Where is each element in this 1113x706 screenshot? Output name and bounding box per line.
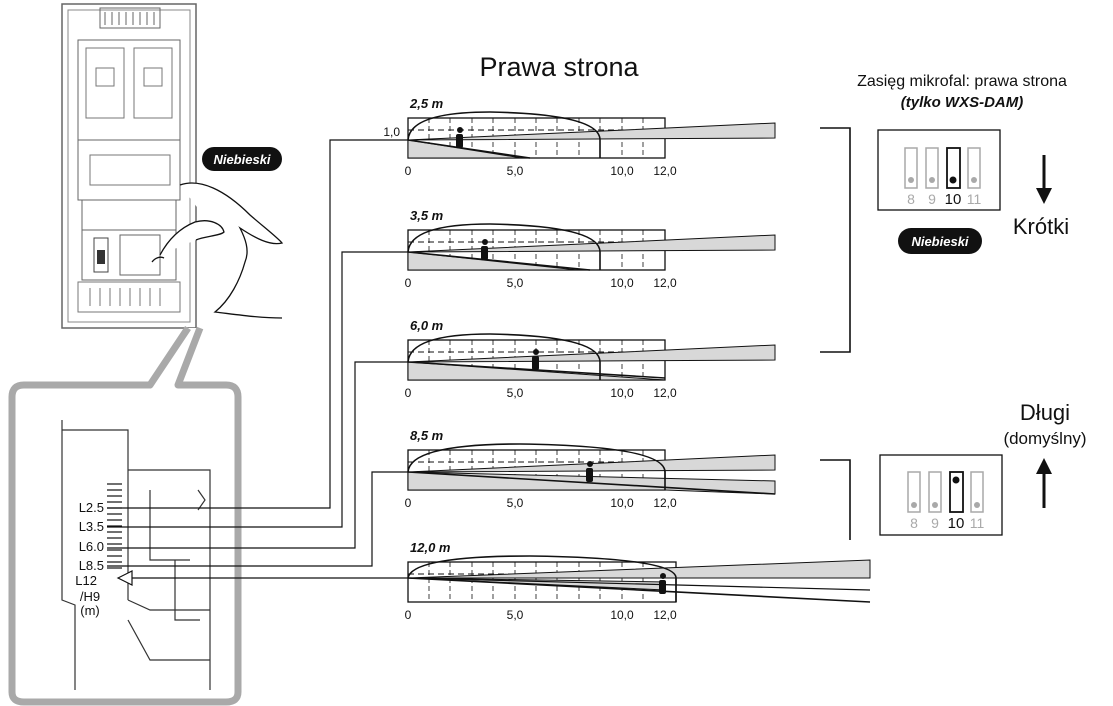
- axis-tick-12: 12,0: [653, 164, 677, 178]
- range-label: 2,5 m: [409, 96, 444, 111]
- axis-tick-10: 10,0: [610, 276, 634, 290]
- microwave-range-subtitle: (tylko WXS-DAM): [901, 94, 1024, 111]
- axis-tick-10: 10,0: [610, 386, 634, 400]
- dip-switch-short: 8 9 10 11: [877, 129, 1001, 211]
- dip-number-10: 10: [948, 515, 965, 532]
- range-panel-12-0: 12,0 m 0 5,0 10,0 12,0: [405, 540, 871, 622]
- leader-lines: [107, 139, 408, 579]
- long-sub-label: (domyślny): [1003, 429, 1086, 448]
- axis-tick-5: 5,0: [507, 386, 524, 400]
- range-panel-2-5: 2,5 m 1,0 0 5,0 10,0 12,0: [383, 96, 776, 178]
- range-panel-6-0: 6,0 m 0 5,0 10,0 12,0: [405, 318, 776, 400]
- axis-tick-5: 5,0: [507, 164, 524, 178]
- tick-label-h9: /H9: [80, 589, 100, 604]
- axis-tick-0: 0: [405, 164, 412, 178]
- dip-number-11: 11: [967, 191, 982, 207]
- axis-tick-0: 0: [405, 386, 412, 400]
- axis-tick-5: 5,0: [507, 496, 524, 510]
- badge-label: Niebieski: [213, 152, 270, 167]
- axis-tick-12: 12,0: [653, 608, 677, 622]
- short-label: Krótki: [1013, 214, 1069, 239]
- axis-tick-0: 0: [405, 496, 412, 510]
- detector-device: [61, 3, 197, 329]
- axis-tick-12: 12,0: [653, 386, 677, 400]
- height-label: 1,0: [383, 125, 400, 139]
- tick-label-l25: L2.5: [79, 500, 104, 515]
- axis-tick-10: 10,0: [610, 608, 634, 622]
- range-panel-8-5: 8,5 m 0 5,0 10,0 12,0: [405, 428, 776, 510]
- range-label: 12,0 m: [410, 540, 451, 555]
- axis-tick-10: 10,0: [610, 496, 634, 510]
- tick-label-l12: L12: [75, 573, 97, 588]
- dip-switch-long: 8 9 10 11: [879, 454, 1003, 536]
- axis-tick-5: 5,0: [507, 608, 524, 622]
- range-label: 6,0 m: [410, 318, 444, 333]
- tick-label-l60: L6.0: [79, 539, 104, 554]
- short-range-bracket: [820, 127, 851, 353]
- axis-tick-0: 0: [405, 608, 412, 622]
- zoom-callout: L2.5 L3.5 L6.0 L8.5 L12 /H9 (m): [8, 326, 242, 706]
- dip-number-10: 10: [945, 191, 962, 208]
- axis-tick-12: 12,0: [653, 276, 677, 290]
- axis-tick-10: 10,0: [610, 164, 634, 178]
- arrow-down-icon: [1036, 155, 1052, 204]
- axis-tick-0: 0: [405, 276, 412, 290]
- hand-illustration: [151, 182, 284, 319]
- niebieski-badge-device: Niebieski: [202, 147, 282, 171]
- tick-label-l35: L3.5: [79, 519, 104, 534]
- range-panel-3-5: 3,5 m 0 5,0 10,0 12,0: [405, 208, 776, 290]
- axis-tick-5: 5,0: [507, 276, 524, 290]
- range-label: 3,5 m: [410, 208, 444, 223]
- range-label: 8,5 m: [410, 428, 444, 443]
- arrow-up-icon: [1036, 458, 1052, 508]
- dip-number-9: 9: [928, 191, 936, 207]
- page-title: Prawa strona: [479, 52, 639, 82]
- axis-tick-12: 12,0: [653, 496, 677, 510]
- microwave-range-title: Zasięg mikrofal: prawa strona: [857, 73, 1067, 90]
- niebieski-badge-right: Niebieski: [898, 228, 982, 254]
- badge-label: Niebieski: [911, 234, 968, 249]
- dip-number-8: 8: [910, 515, 918, 531]
- tick-label-unit: (m): [80, 603, 100, 618]
- long-label: Długi: [1020, 400, 1070, 425]
- dip-number-9: 9: [931, 515, 939, 531]
- tick-label-l85: L8.5: [79, 558, 104, 573]
- long-range-bracket: [820, 459, 851, 540]
- dip-number-11: 11: [970, 515, 985, 531]
- dip-number-8: 8: [907, 191, 915, 207]
